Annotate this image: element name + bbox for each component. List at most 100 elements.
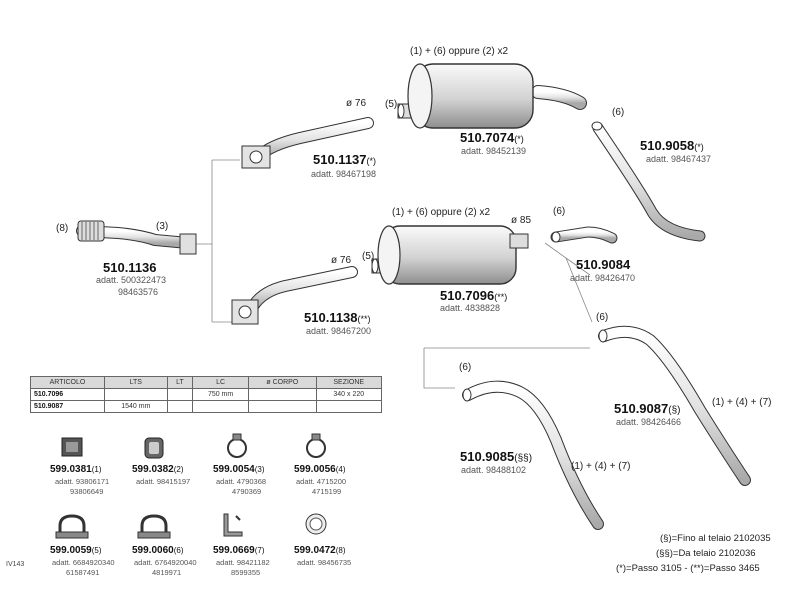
tag-diameter-85: ø 85 [511, 215, 532, 226]
tag-6-9084: (6) [553, 206, 566, 217]
part-label-510-9087: 510.9087(§) [614, 401, 681, 416]
accessory-adatt: adatt. 98456735 [297, 558, 352, 567]
spec-cell [248, 400, 317, 413]
part-label-510-1137: 510.1137(*) [313, 152, 377, 167]
tailpipe-510-9058 [591, 121, 706, 242]
spec-cell [103, 388, 168, 401]
pipe-510-1137 [241, 117, 374, 169]
accessory-label-599-0669: 599.0669(7) [213, 545, 265, 556]
accessory-label-599-0054: 599.0054(3) [213, 464, 265, 475]
spec-header-cell: ARTICOLO [30, 376, 105, 389]
tag-5-upper: (5) [385, 99, 398, 110]
spec-cell [166, 400, 194, 413]
accessory-adatt: 4790369 [232, 487, 262, 496]
accessory-adatt: adatt. 4715200 [296, 477, 347, 486]
accessory-adatt: 4715199 [312, 487, 342, 496]
clamp-ring-icon [227, 433, 247, 458]
gasket-icon [305, 513, 327, 535]
spec-header-cell: SEZIONE [315, 376, 382, 389]
spec-cell: 340 x 220 [315, 388, 382, 401]
tag-mount-lower: (1) + (6) oppure (2) x2 [392, 207, 491, 218]
part-adatt-510-1136: adatt. 500322473 [96, 275, 167, 285]
spec-header-cell: LC [192, 376, 250, 389]
tag-6-9087: (6) [596, 312, 609, 323]
part-adatt-510-9085: adatt. 98488102 [461, 465, 527, 475]
spec-header-cell: ø CORPO [248, 376, 317, 389]
rubber-ring-icon [144, 437, 164, 459]
accessory-adatt: 4819971 [152, 568, 182, 577]
spec-cell: 510.7096 [30, 388, 105, 401]
part-adatt-510-9084: adatt. 98426470 [570, 273, 636, 283]
rubber-mount-icon [61, 437, 83, 457]
table-row: 510.7096 750 mm 340 x 220 [30, 388, 382, 401]
legend-line-2: (§§)=Da telaio 2102036 [656, 548, 756, 559]
part-label-510-7096: 510.7096(**) [440, 288, 508, 303]
accessory-adatt: adatt. 98415197 [136, 477, 191, 486]
accessory-label-599-0381: 599.0381(1) [50, 464, 102, 475]
part-label-510-9058: 510.9058(*) [640, 138, 704, 153]
spec-cell [315, 400, 382, 413]
tailpipe-510-9087 [598, 325, 751, 486]
accessory-label-599-0059: 599.0059(5) [50, 545, 102, 556]
tag-6-9058: (6) [612, 107, 625, 118]
part-adatt-510-7096: adatt. 4838828 [440, 303, 501, 313]
spec-cell [248, 388, 317, 401]
part-adatt-510-9087: adatt. 98426466 [616, 417, 682, 427]
accessory-adatt: adatt. 93806171 [55, 477, 110, 486]
accessory-adatt: adatt. 4790368 [216, 477, 267, 486]
accessory-adatt: 93806649 [70, 487, 104, 496]
part-adatt-510-1138: adatt. 98467200 [306, 326, 372, 336]
tag-3: (3) [156, 221, 169, 232]
spec-header-cell: LTS [103, 376, 168, 389]
muffler-510-7096 [371, 225, 529, 285]
spec-cell [166, 388, 194, 401]
legend-line-3: (*)=Passo 3105 - (**)=Passo 3465 [616, 563, 760, 574]
tag-5-lower: (5) [362, 251, 375, 262]
part-label-510-1136: 510.1136 [103, 260, 157, 275]
accessory-label-599-0056: 599.0056(4) [294, 464, 346, 475]
part-label-510-7074: 510.7074(*) [460, 130, 524, 145]
spec-table: ARTICOLO LTS LT LC ø CORPO SEZIONE 510.7… [30, 376, 382, 413]
accessory-adatt: adatt. 6684920340 [52, 558, 115, 567]
u-clamp-icon [137, 514, 171, 539]
tag-diameter-76-lower: ø 76 [331, 255, 352, 266]
front-pipe-510-1136 [76, 220, 197, 255]
spec-cell: 750 mm [192, 388, 250, 401]
spec-cell: 510.9087 [30, 400, 105, 413]
tag-clamp-set-9087: (1) + (4) + (7) [712, 397, 772, 408]
part-adatt-510-9058: adatt. 98467437 [646, 154, 712, 164]
spec-header-cell: LT [166, 376, 194, 389]
accessory-label-599-0060: 599.0060(6) [132, 545, 184, 556]
accessory-adatt: 8599355 [231, 568, 261, 577]
connector-lines [196, 159, 593, 389]
table-row: 510.9087 1540 mm [30, 400, 382, 413]
clamp-ring-icon [306, 433, 326, 458]
part-label-510-9084: 510.9084 [576, 257, 631, 272]
part-adatt-510-1137: adatt. 98467198 [311, 169, 377, 179]
accessory-adatt: adatt. 6764920040 [134, 558, 197, 567]
accessory-adatt: adatt. 98421182 [216, 558, 270, 567]
tag-6-9085: (6) [459, 362, 472, 373]
legend-line-1: (§)=Fino al telaio 2102035 [660, 533, 771, 544]
part-label-510-9085: 510.9085(§§) [460, 449, 533, 464]
accessory-adatt: 61587491 [66, 568, 100, 577]
accessory-label-599-0382: 599.0382(2) [132, 464, 184, 475]
accessory-label-599-0472: 599.0472(8) [294, 545, 346, 556]
document-code: IV143 [6, 561, 25, 568]
part-adatt-510-7074: adatt. 98452139 [461, 146, 527, 156]
pipe-510-1138 [231, 266, 358, 325]
tag-diameter-76-upper: ø 76 [346, 98, 367, 109]
tag-mount-upper: (1) + (6) oppure (2) x2 [410, 46, 509, 57]
tailpipe-510-9085 [462, 380, 604, 530]
spec-cell [192, 400, 250, 413]
bracket-icon [223, 513, 243, 537]
u-clamp-icon [55, 514, 89, 539]
part-adatt2-510-1136: 98463576 [118, 287, 159, 297]
part-label-510-1138: 510.1138(**) [304, 310, 371, 325]
tag-clamp-set-9085: (1) + (4) + (7) [571, 461, 631, 472]
spec-table-header: ARTICOLO LTS LT LC ø CORPO SEZIONE [30, 376, 382, 389]
spec-cell: 1540 mm [103, 400, 168, 413]
tag-8: (8) [56, 223, 69, 234]
tailpipe-510-9084 [550, 226, 618, 244]
